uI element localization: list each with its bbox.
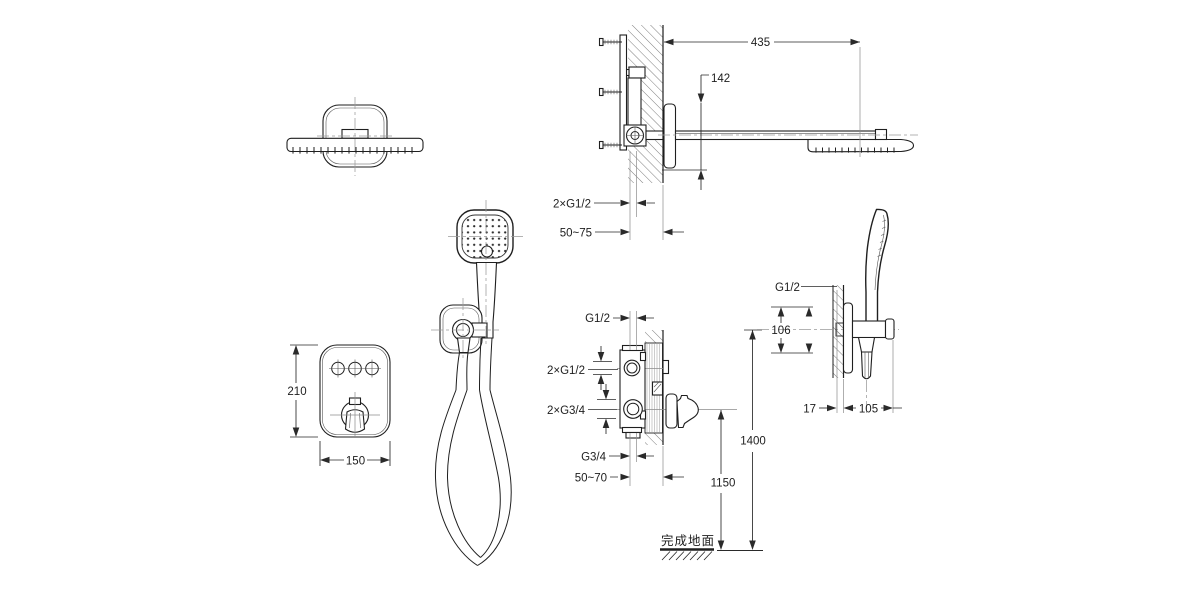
dim-holder-offset: 17 bbox=[803, 379, 844, 416]
dim-50-70-label: 50~70 bbox=[575, 473, 607, 485]
rain-head-side-view bbox=[807, 138, 915, 153]
dim-210-label: 210 bbox=[287, 386, 306, 398]
dim-2xG34-valve-label: 2×G3/4 bbox=[547, 405, 586, 417]
rain-head-top-view bbox=[286, 97, 424, 176]
hand-shower-holder-section: G1/2 106 17 105 bbox=[757, 208, 902, 416]
dim-150-label: 150 bbox=[346, 456, 365, 468]
dim-valve-depth: 50~70 bbox=[575, 446, 684, 486]
dim-G34-label: G3/4 bbox=[581, 452, 607, 464]
floor-line: 完成地面 bbox=[660, 533, 763, 561]
dim-G12-valve-label: G1/2 bbox=[585, 313, 610, 325]
dim-arm-depth: 50~75 bbox=[560, 185, 684, 240]
dim-arm-length: 435 bbox=[664, 37, 861, 157]
mixer-valve-wall-section: G1/2 2×G1/2 2×G3/4 G3/4 50~70 bbox=[547, 311, 766, 550]
mounting-screws bbox=[598, 37, 622, 150]
dim-2xG12-arm-label: 2×G1/2 bbox=[553, 199, 591, 211]
holder-arm bbox=[851, 320, 887, 339]
finished-floor-label: 完成地面 bbox=[661, 533, 715, 548]
dim-1150-label: 1150 bbox=[711, 478, 736, 490]
dim-142-label: 142 bbox=[711, 73, 730, 85]
hand-shower-front-view bbox=[431, 200, 524, 566]
dim-holder-thread: G1/2 bbox=[775, 282, 838, 413]
dim-holder-height: 106 bbox=[771, 306, 813, 354]
dim-G12-holder-label: G1/2 bbox=[775, 282, 800, 294]
dim-50-75-label: 50~75 bbox=[560, 228, 592, 240]
dim-1400-label: 1400 bbox=[740, 436, 766, 448]
dim-105-label: 105 bbox=[859, 404, 878, 416]
dim-arm-thread: 2×G1/2 bbox=[553, 151, 655, 217]
shower-hose bbox=[434, 337, 512, 566]
dim-top-height: 1400 bbox=[740, 329, 766, 550]
dim-panel-height: 210 bbox=[287, 344, 318, 438]
dim-valve-bottom-thread: G3/4 bbox=[581, 433, 654, 486]
dim-panel-width: 150 bbox=[319, 441, 391, 468]
valve-lever-side bbox=[676, 394, 699, 429]
shower-arm-wall-section: 435 142 2×G1/2 50~75 bbox=[553, 25, 918, 240]
dim-2xG12-valve-label: 2×G1/2 bbox=[547, 365, 585, 377]
dim-valve-outlets: 2×G3/4 bbox=[547, 384, 617, 434]
dim-17-label: 17 bbox=[803, 404, 816, 416]
dim-valve-inlets: 2×G1/2 bbox=[547, 346, 618, 390]
dim-106-label: 106 bbox=[771, 325, 790, 337]
dim-head-drop: 142 bbox=[662, 73, 730, 190]
diverter-buttons bbox=[329, 359, 381, 378]
dim-outlet-height: 1150 bbox=[711, 410, 736, 550]
dim-valve-top-thread: G1/2 bbox=[585, 311, 654, 350]
dim-holder-reach: 105 bbox=[843, 340, 902, 416]
control-panel-front-view: 210 150 bbox=[287, 344, 391, 468]
dim-435-label: 435 bbox=[751, 37, 770, 49]
